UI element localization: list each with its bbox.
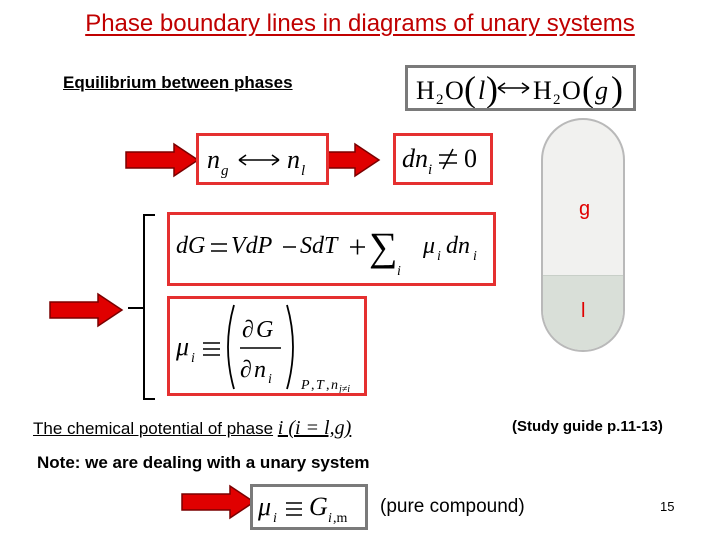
moles-exchange-equation: n g n l <box>199 136 326 182</box>
liquid-label: l <box>581 300 585 323</box>
molar-gibbs-box: μ i G i ,m <box>250 484 368 530</box>
chemical-potential-definition: μ i ∂ G ∂ n i P , T , n j≠i <box>170 299 364 393</box>
test-tube-icon: g l <box>541 118 625 352</box>
svg-text:μ: μ <box>257 492 271 521</box>
svg-text:μ: μ <box>175 332 189 361</box>
svg-text:i: i <box>428 162 432 178</box>
caption-phase: i (i = l,g) <box>278 417 352 439</box>
svg-text:n: n <box>331 378 338 393</box>
molar-gibbs-equation: μ i G i ,m <box>253 487 365 527</box>
svg-text:i: i <box>473 249 477 264</box>
svg-text:i: i <box>191 351 195 366</box>
unary-note: Note: we are dealing with a unary system <box>37 453 370 473</box>
svg-text:n: n <box>207 145 220 174</box>
svg-text:dG: dG <box>176 233 205 259</box>
chemical-potential-definition-box: μ i ∂ G ∂ n i P , T , n j≠i <box>167 296 367 396</box>
svg-text:): ) <box>486 69 498 108</box>
right-arrow-icon <box>48 292 124 328</box>
slide-title: Phase boundary lines in diagrams of unar… <box>0 10 720 38</box>
svg-text:g: g <box>221 163 229 179</box>
svg-text:O: O <box>445 76 464 105</box>
page-number: 15 <box>660 499 674 514</box>
section-heading: Equilibrium between phases <box>63 73 293 93</box>
bracket-tick <box>128 307 143 309</box>
svg-text:i: i <box>273 511 277 526</box>
gas-label: g <box>579 198 590 221</box>
svg-text:,: , <box>326 378 330 393</box>
dn-nonzero-equation: dn i 0 <box>396 136 490 182</box>
caption-text: The chemical potential of phase <box>33 419 273 438</box>
svg-text:P: P <box>300 378 310 393</box>
svg-text:i: i <box>397 264 401 279</box>
svg-text:∂: ∂ <box>242 317 254 343</box>
right-arrow-icon <box>180 484 256 520</box>
chemical-potential-caption: The chemical potential of phase i (i = l… <box>33 417 351 440</box>
svg-text:,m: ,m <box>333 511 348 526</box>
svg-text:∂: ∂ <box>240 357 252 383</box>
pure-compound-text: (pure compound) <box>380 496 525 518</box>
svg-text:j≠i: j≠i <box>337 384 350 393</box>
phase-equation-box: H 2 O ( l ) H 2 O ( g ) <box>405 65 636 111</box>
svg-text:i: i <box>437 249 441 264</box>
bracket-icon <box>143 214 155 400</box>
dn-nonzero-box: dn i 0 <box>393 133 493 185</box>
svg-text:l: l <box>301 163 305 179</box>
svg-text:H: H <box>533 76 552 105</box>
svg-text:n: n <box>254 357 266 383</box>
svg-text:): ) <box>611 69 623 108</box>
svg-text:(: ( <box>464 69 476 108</box>
svg-text:G: G <box>256 317 273 343</box>
svg-text:G: G <box>309 492 328 521</box>
gibbs-differential-equation: dG VdP SdT ∑ i μ i dn i <box>170 215 493 283</box>
svg-text:,: , <box>311 378 315 393</box>
svg-text:l: l <box>478 76 485 105</box>
svg-text:∑: ∑ <box>369 224 398 269</box>
gibbs-differential-box: dG VdP SdT ∑ i μ i dn i <box>167 212 496 286</box>
moles-exchange-box: n g n l <box>196 133 329 185</box>
svg-text:i: i <box>328 511 332 526</box>
study-guide-reference: (Study guide p.11-13) <box>512 418 663 435</box>
svg-text:0: 0 <box>464 144 477 173</box>
phase-equation: H 2 O ( l ) H 2 O ( g ) <box>408 68 633 108</box>
svg-text:O: O <box>562 76 581 105</box>
svg-text:H: H <box>416 76 435 105</box>
svg-text:(: ( <box>582 69 594 108</box>
svg-text:dn: dn <box>446 233 470 259</box>
svg-text:μ: μ <box>422 233 435 259</box>
svg-text:T: T <box>316 378 325 393</box>
svg-text:VdP: VdP <box>231 233 273 259</box>
svg-text:i: i <box>268 372 272 387</box>
svg-text:g: g <box>595 76 608 105</box>
svg-text:n: n <box>287 145 300 174</box>
svg-text:2: 2 <box>553 92 561 108</box>
svg-text:dn: dn <box>402 144 428 173</box>
right-arrow-icon <box>124 142 200 178</box>
svg-text:2: 2 <box>436 92 444 108</box>
svg-text:SdT: SdT <box>300 233 339 259</box>
